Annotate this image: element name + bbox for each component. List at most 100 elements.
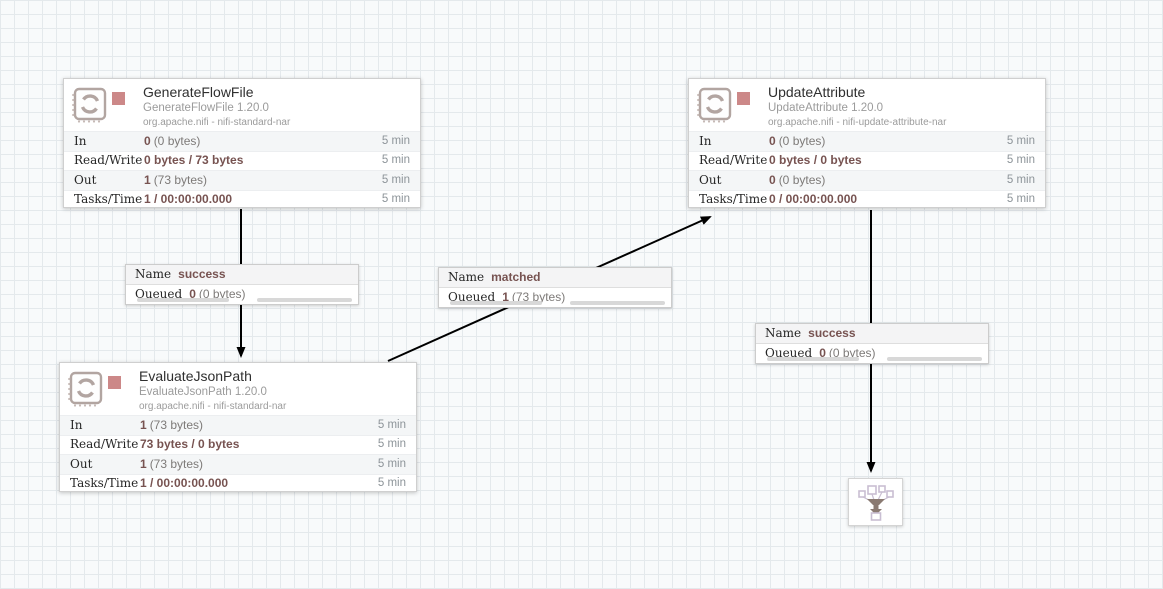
connection-queued-count: 0 [819,346,826,360]
stat-window: 5 min [381,154,410,166]
stat-row-in: In 0(0 bytes) 5 min [64,131,420,151]
connection-name-value: success [178,267,226,281]
connection-name-value: success [808,326,856,340]
stat-label: Read/Write [70,437,139,451]
processor-type: GenerateFlowFile 1.20.0 [143,102,269,114]
processor-header: GenerateFlowFile GenerateFlowFile 1.20.0… [64,79,420,131]
connection-queued-key: Queued [135,287,183,301]
stat-window: 5 min [381,134,410,147]
stat-value: 0(0 bytes) [769,172,826,187]
stopped-status-icon [737,92,750,105]
processor-name: GenerateFlowFile [143,84,254,100]
processor-titles: EvaluateJsonPath EvaluateJsonPath 1.20.0… [139,368,286,413]
stat-row-readwrite: Read/Write 0 bytes / 0 bytes 5 min [689,150,1045,171]
connection-queued-row: Queued 1(73 bytes) [439,288,671,306]
connection-queued-count: 1 [502,290,509,304]
stat-label: Out [699,172,722,187]
stat-row-out: Out 0(0 bytes) 5 min [689,170,1045,190]
funnel-icon [857,485,894,521]
stopped-status-icon [112,92,125,105]
processor-titles: GenerateFlowFile GenerateFlowFile 1.20.0… [143,84,290,129]
stat-label: Tasks/Time [70,476,139,490]
stat-window: 5 min [381,173,410,186]
stat-window: 5 min [1006,154,1035,166]
connection-name-row: Name matched [439,268,671,288]
stat-value: 0 / 00:00:00.000 [769,192,858,206]
connection-name-value: matched [491,270,541,284]
stat-window: 5 min [1006,193,1035,205]
stat-label: In [74,133,87,148]
backpressure-size-bar [257,298,352,302]
stat-row-tasks: Tasks/Time 1 / 00:00:00.000 5 min [64,189,420,210]
processor-stamp-icon [697,87,732,123]
processor-bundle: org.apache.nifi - nifi-standard-nar [143,117,291,128]
stat-label: Tasks/Time [74,192,143,206]
stat-window: 5 min [381,193,410,205]
stat-window: 5 min [377,438,406,450]
stat-value: 73 bytes / 0 bytes [140,437,240,451]
processor-titles: UpdateAttribute UpdateAttribute 1.20.0 o… [768,84,946,129]
stat-value: 1 / 00:00:00.000 [144,192,233,206]
stat-value: 0 bytes / 73 bytes [144,153,244,167]
stat-label: In [70,417,83,432]
funnel-component[interactable] [848,478,903,526]
connection-queued-size: (0 bytes) [828,346,876,360]
processor-type: EvaluateJsonPath 1.20.0 [139,386,267,398]
connection-queued-key: Queued [765,346,813,360]
stat-window: 5 min [377,418,406,431]
stat-label: Out [70,456,93,471]
connection-name-key: Name [135,267,172,281]
stat-value: 1 / 00:00:00.000 [140,476,229,490]
processor-name: UpdateAttribute [768,84,866,100]
processor-name: EvaluateJsonPath [139,368,252,384]
stat-value: 0 bytes / 0 bytes [769,153,862,167]
processor-stamp-icon [68,371,103,407]
stat-row-in: In 0(0 bytes) 5 min [689,131,1045,151]
backpressure-object-bar [450,301,542,305]
stat-value: 1(73 bytes) [140,456,204,471]
connection-name-row: Name success [126,265,358,285]
backpressure-size-bar [570,301,665,305]
processor-updateattribute[interactable]: UpdateAttribute UpdateAttribute 1.20.0 o… [688,78,1046,208]
connection-queued-key: Queued [448,290,496,304]
connection-name-key: Name [448,270,485,284]
connection-label-matched[interactable]: Name matched Queued 1(73 bytes) [438,267,672,308]
processor-bundle: org.apache.nifi - nifi-standard-nar [139,401,287,412]
stat-label: Out [74,172,97,187]
stat-label: Tasks/Time [699,192,768,206]
connection-queued-row: Queued 0(0 bytes) [126,285,358,303]
stat-row-readwrite: Read/Write 0 bytes / 73 bytes 5 min [64,150,420,171]
connection-queued-size: (73 bytes) [511,290,566,304]
stat-label: Read/Write [74,153,143,167]
connection-label-success-1[interactable]: Name success Queued 0(0 bytes) [125,264,359,305]
stat-row-tasks: Tasks/Time 0 / 00:00:00.000 5 min [689,189,1045,210]
stat-row-tasks: Tasks/Time 1 / 00:00:00.000 5 min [60,473,416,494]
processor-type: UpdateAttribute 1.20.0 [768,102,884,114]
processor-stamp-icon [72,87,107,123]
processor-evaluatejsonpath[interactable]: EvaluateJsonPath EvaluateJsonPath 1.20.0… [59,362,417,492]
stat-label: In [699,133,712,148]
stat-value: 0(0 bytes) [144,133,201,148]
stat-window: 5 min [1006,173,1035,186]
stat-row-in: In 1(73 bytes) 5 min [60,415,416,435]
stat-window: 5 min [377,457,406,470]
processor-header: UpdateAttribute UpdateAttribute 1.20.0 o… [689,79,1045,131]
stat-window: 5 min [377,477,406,489]
connection-queued-row: Queued 0(0 bytes) [756,344,988,362]
stopped-status-icon [108,376,121,389]
connection-queued-size: (0 bytes) [198,287,246,301]
backpressure-object-bar [767,357,859,361]
backpressure-object-bar [137,298,229,302]
stat-value: 1(73 bytes) [140,417,204,432]
stat-value: 0(0 bytes) [769,133,826,148]
connection-queued-count: 0 [189,287,196,301]
processor-bundle: org.apache.nifi - nifi-update-attribute-… [768,117,947,128]
stat-value: 1(73 bytes) [144,172,208,187]
stat-window: 5 min [1006,134,1035,147]
stat-row-out: Out 1(73 bytes) 5 min [64,170,420,190]
processor-generateflowfile[interactable]: GenerateFlowFile GenerateFlowFile 1.20.0… [63,78,421,208]
processor-header: EvaluateJsonPath EvaluateJsonPath 1.20.0… [60,363,416,415]
